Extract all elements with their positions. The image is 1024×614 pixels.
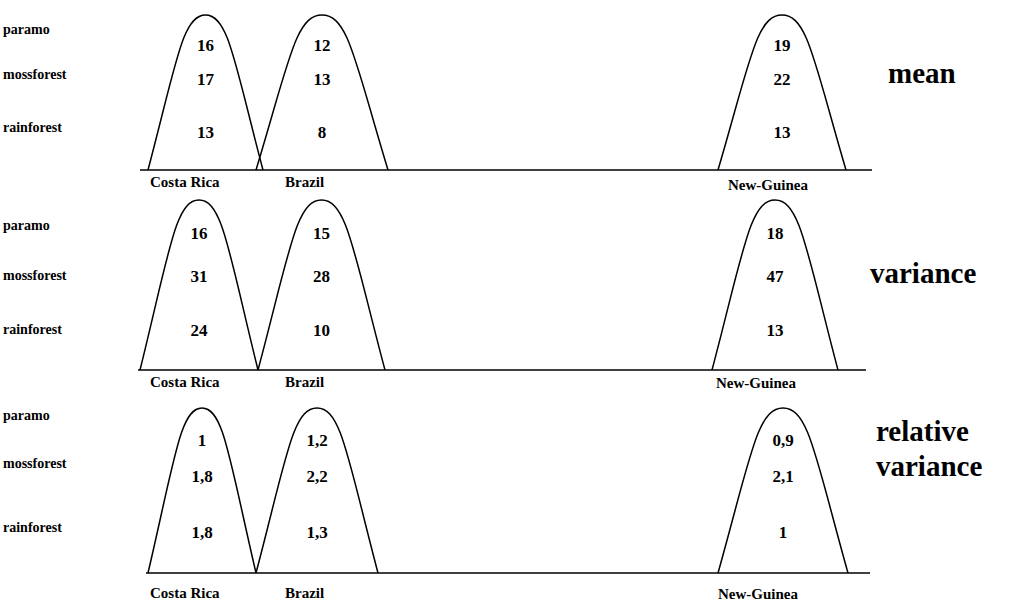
value-number: 1 — [718, 524, 848, 542]
habitat-label: rainforest — [3, 120, 62, 136]
mountain-shape: 18 47 13 — [712, 200, 838, 370]
value-number: 2,1 — [718, 468, 848, 486]
mountain-curve — [140, 200, 258, 370]
mountain-curve — [256, 15, 388, 170]
baseline — [140, 169, 872, 171]
mountain-shape: 12 13 8 — [256, 15, 388, 170]
habitat-label: mossforest — [3, 67, 67, 83]
value-number: 10 — [258, 322, 385, 340]
value-number: 16 — [140, 225, 258, 243]
country-label: New-Guinea — [716, 375, 796, 392]
mountain-shape: 15 28 10 — [258, 200, 385, 370]
habitat-label: rainforest — [3, 520, 62, 536]
value-number: 1,3 — [256, 524, 378, 542]
country-label: Brazil — [285, 374, 324, 391]
habitat-label: paramo — [3, 218, 50, 234]
value-number: 17 — [148, 71, 263, 89]
value-number: 1 — [148, 432, 256, 450]
country-label: Brazil — [285, 174, 324, 191]
mountain-curve — [258, 200, 385, 370]
value-number: 47 — [712, 268, 838, 286]
value-number: 12 — [256, 37, 388, 55]
mountain-shape: 1 1,8 1,8 — [148, 408, 256, 573]
value-number: 1,8 — [148, 468, 256, 486]
value-number: 16 — [148, 37, 263, 55]
mountain-curve — [718, 408, 848, 573]
mountain-shape: 0,9 2,1 1 — [718, 408, 848, 573]
value-number: 2,2 — [256, 468, 378, 486]
mountain-shape: 16 31 24 — [140, 200, 258, 370]
value-number: 8 — [256, 124, 388, 142]
mountain-shape: 16 17 13 — [148, 15, 263, 170]
value-number: 22 — [718, 71, 846, 89]
country-label: Costa Rica — [150, 374, 220, 391]
value-number: 0,9 — [718, 432, 848, 450]
value-number: 28 — [258, 268, 385, 286]
mountain-curve — [148, 408, 256, 573]
value-number: 13 — [718, 124, 846, 142]
value-number: 19 — [718, 37, 846, 55]
value-number: 24 — [140, 322, 258, 340]
mountain-curve — [148, 15, 263, 170]
baseline — [146, 572, 870, 574]
habitat-label: paramo — [3, 22, 50, 38]
value-number: 13 — [256, 71, 388, 89]
value-number: 1,8 — [148, 524, 256, 542]
mountain-curve — [712, 200, 838, 370]
value-number: 18 — [712, 225, 838, 243]
mountain-curve — [718, 15, 846, 170]
country-label: New-Guinea — [718, 586, 798, 603]
value-number: 13 — [712, 322, 838, 340]
value-number: 13 — [148, 124, 263, 142]
mountain-shape: 19 22 13 — [718, 15, 846, 170]
value-number: 31 — [140, 268, 258, 286]
habitat-label: rainforest — [3, 322, 62, 338]
baseline — [138, 369, 866, 371]
mountain-curve — [256, 408, 378, 573]
habitat-label: mossforest — [3, 268, 67, 284]
row-title: relative variance — [876, 414, 1016, 484]
country-label: Costa Rica — [150, 585, 220, 602]
value-number: 15 — [258, 225, 385, 243]
country-label: Brazil — [285, 585, 324, 602]
row-title: variance — [870, 256, 1010, 291]
country-label: Costa Rica — [150, 174, 220, 191]
mountain-shape: 1,2 2,2 1,3 — [256, 408, 378, 573]
habitat-label: mossforest — [3, 456, 67, 472]
value-number: 1,2 — [256, 432, 378, 450]
country-label: New-Guinea — [728, 177, 808, 194]
habitat-label: paramo — [3, 408, 50, 424]
row-title: mean — [888, 56, 1024, 91]
